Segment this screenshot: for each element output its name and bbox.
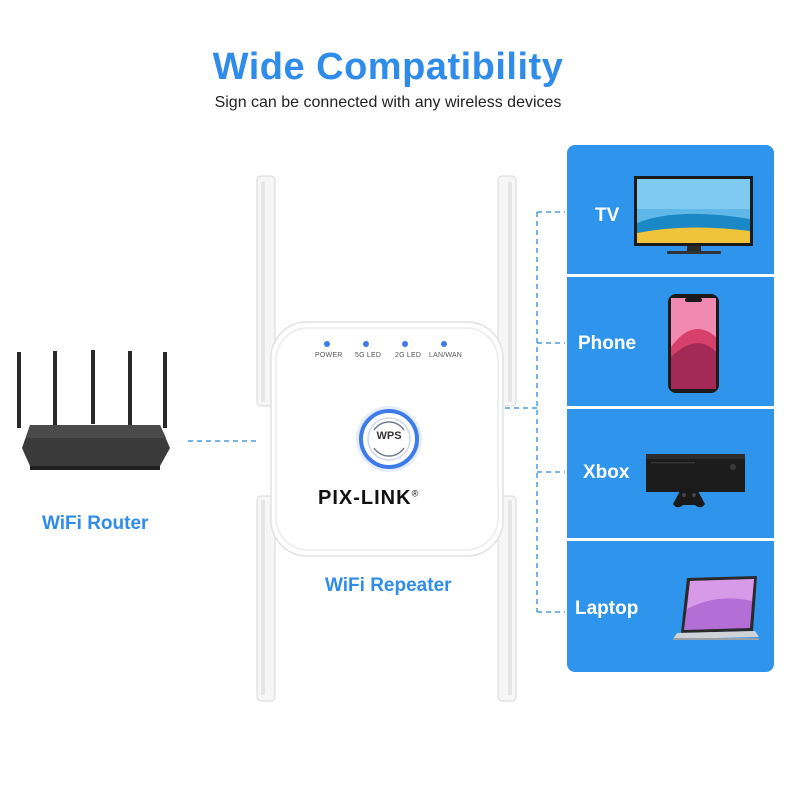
led-label-power: POWER (315, 352, 343, 359)
device-label-phone: Phone (578, 333, 637, 354)
repeater-label: WiFi Repeater (325, 575, 452, 596)
device-cell-xbox: Xbox (567, 409, 774, 538)
laptop-icon (673, 576, 759, 640)
brand-name: PIX-LINK (318, 487, 412, 509)
phone-icon (668, 294, 719, 393)
brand-logo: PIX-LINK® (318, 487, 419, 510)
2g-led-icon (402, 341, 408, 347)
device-connector-lines (505, 211, 565, 613)
5g-led-icon (363, 341, 369, 347)
device-panel: TV Phone Xbox (567, 145, 774, 672)
wps-button-label: WPS (376, 430, 402, 442)
router-label: WiFi Router (42, 513, 149, 534)
device-cell-tv: TV (567, 145, 774, 274)
device-label-xbox: Xbox (583, 462, 630, 483)
led-label-2g: 2G LED (395, 352, 422, 359)
led-label-lan-wan: LAN/WAN (429, 352, 463, 359)
device-cell-laptop: Laptop (567, 541, 774, 672)
device-cell-phone: Phone (567, 277, 774, 406)
tv-icon (634, 176, 753, 254)
brand-registered-mark: ® (411, 488, 420, 499)
led-label-5g: 5G LED (355, 352, 382, 359)
xbox-console-icon (646, 454, 745, 508)
device-label-laptop: Laptop (575, 598, 639, 619)
router-icon (17, 350, 170, 470)
page-title: Wide Compatibility (212, 46, 564, 88)
device-label-tv: TV (595, 205, 620, 226)
repeater-device (270, 321, 504, 557)
lan-wan-led-icon (441, 341, 447, 347)
power-led-icon (324, 341, 330, 347)
antenna-icon (256, 175, 517, 702)
page-subtitle: Sign can be connected with any wireless … (214, 94, 562, 111)
